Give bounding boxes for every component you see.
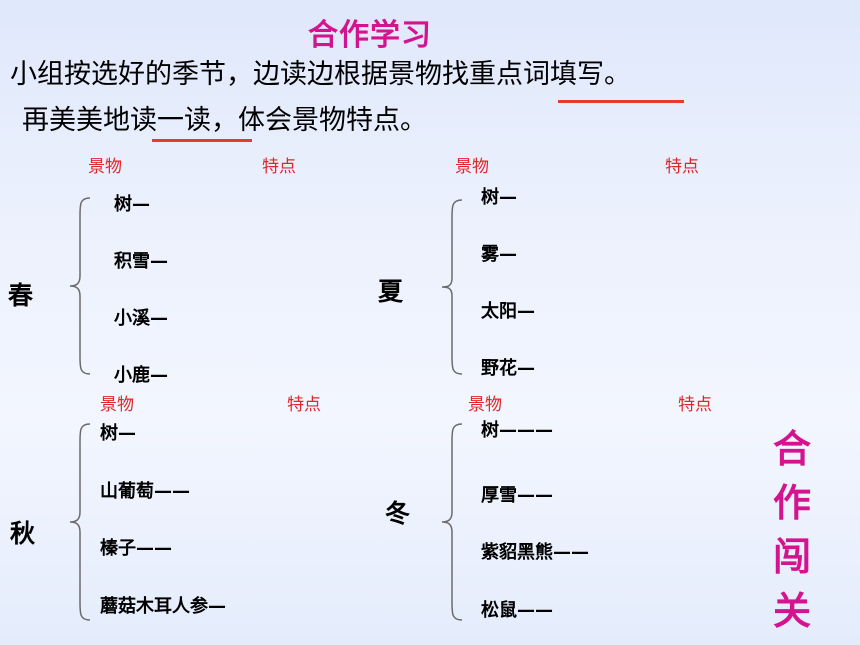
autumn-brace xyxy=(69,423,91,621)
spring-item-2: 积雪— xyxy=(114,251,168,272)
spring-brace xyxy=(69,197,91,375)
winter-scenery-header: 景物 xyxy=(468,395,502,415)
side-title-char-3: 闯 xyxy=(772,535,811,579)
season-winter: 冬 xyxy=(385,499,411,528)
summer-item-1: 树— xyxy=(481,187,517,208)
season-summer: 夏 xyxy=(378,277,404,306)
autumn-feature-header: 特点 xyxy=(287,395,321,415)
summer-item-3: 太阳— xyxy=(481,301,535,322)
summer-brace xyxy=(441,199,463,375)
underline-key-words xyxy=(558,100,684,103)
side-title: 合 作 闯 关 xyxy=(772,422,812,638)
autumn-item-4: 蘑菇木耳人参— xyxy=(100,596,226,617)
autumn-scenery-header: 景物 xyxy=(100,395,134,415)
instruction-line-2: 再美美地读一读，体会景物特点。 xyxy=(22,105,427,136)
autumn-item-3: 榛子—— xyxy=(100,538,172,559)
summer-scenery-header: 景物 xyxy=(455,157,489,177)
summer-feature-header: 特点 xyxy=(665,157,699,177)
winter-feature-header: 特点 xyxy=(678,395,712,415)
winter-item-1: 树——— xyxy=(481,420,553,441)
summer-item-4: 野花— xyxy=(481,358,535,379)
side-title-char-4: 关 xyxy=(772,589,811,633)
winter-item-4: 松鼠—— xyxy=(481,600,553,621)
autumn-item-2: 山葡萄—— xyxy=(100,481,190,502)
winter-item-2: 厚雪—— xyxy=(481,485,553,506)
autumn-item-1: 树— xyxy=(100,423,136,444)
winter-item-3: 紫貂黑熊—— xyxy=(481,542,589,563)
spring-item-1: 树— xyxy=(114,194,150,215)
spring-item-4: 小鹿— xyxy=(114,365,168,386)
instruction-line-1: 小组按选好的季节，边读边根据景物找重点词填写。 xyxy=(10,59,631,90)
side-title-char-1: 合 xyxy=(772,427,811,471)
page-title: 合作学习 xyxy=(308,18,432,53)
side-title-char-2: 作 xyxy=(772,481,811,525)
winter-brace xyxy=(441,423,463,621)
underline-read-aloud xyxy=(152,139,252,142)
spring-item-3: 小溪— xyxy=(114,308,168,329)
summer-item-2: 雾— xyxy=(481,244,517,265)
spring-scenery-header: 景物 xyxy=(88,157,122,177)
season-spring: 春 xyxy=(8,281,34,310)
season-autumn: 秋 xyxy=(10,519,36,548)
spring-feature-header: 特点 xyxy=(262,157,296,177)
